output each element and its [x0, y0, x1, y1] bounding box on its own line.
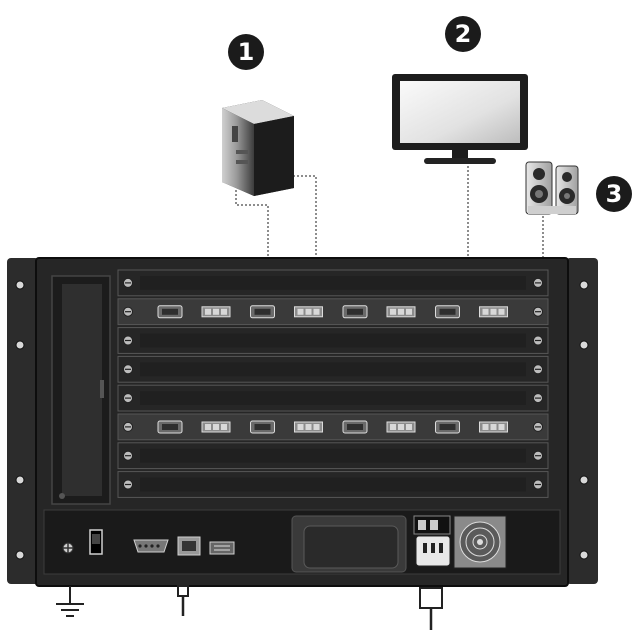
- speakers-icon: [525, 161, 579, 215]
- pc-video-cable: [235, 190, 269, 275]
- callout-1: 1: [228, 34, 264, 70]
- callout-2: 2: [445, 16, 481, 52]
- monitor-icon: [392, 74, 528, 164]
- lan-plug-icon: [177, 585, 189, 616]
- card-slots: [117, 269, 549, 498]
- io-board: [117, 298, 549, 326]
- lan-port-icon: [177, 536, 201, 556]
- rack-hole: [15, 340, 25, 350]
- rack-hole: [579, 340, 589, 350]
- computer-icon: [222, 100, 294, 196]
- rack-hole: [579, 475, 589, 485]
- callout-3: 3: [596, 176, 632, 212]
- rack-hole: [579, 550, 589, 560]
- kvm-chassis: [7, 257, 598, 587]
- serial-port-icon: [133, 539, 169, 553]
- ground-screw-icon: [62, 542, 74, 554]
- power-socket-icon: [413, 515, 451, 567]
- rack-hole: [15, 475, 25, 485]
- io-board: [117, 413, 549, 441]
- power-plug-icon: [419, 587, 443, 630]
- fan-vent-icon: [453, 515, 507, 569]
- rack-hole: [15, 280, 25, 290]
- rack-hole: [15, 550, 25, 560]
- rack-ear-left: [7, 258, 39, 584]
- rs232-port-icon: [209, 541, 235, 555]
- ground-symbol: [56, 586, 84, 617]
- rack-hole: [579, 280, 589, 290]
- rack-ear-right: [566, 258, 598, 584]
